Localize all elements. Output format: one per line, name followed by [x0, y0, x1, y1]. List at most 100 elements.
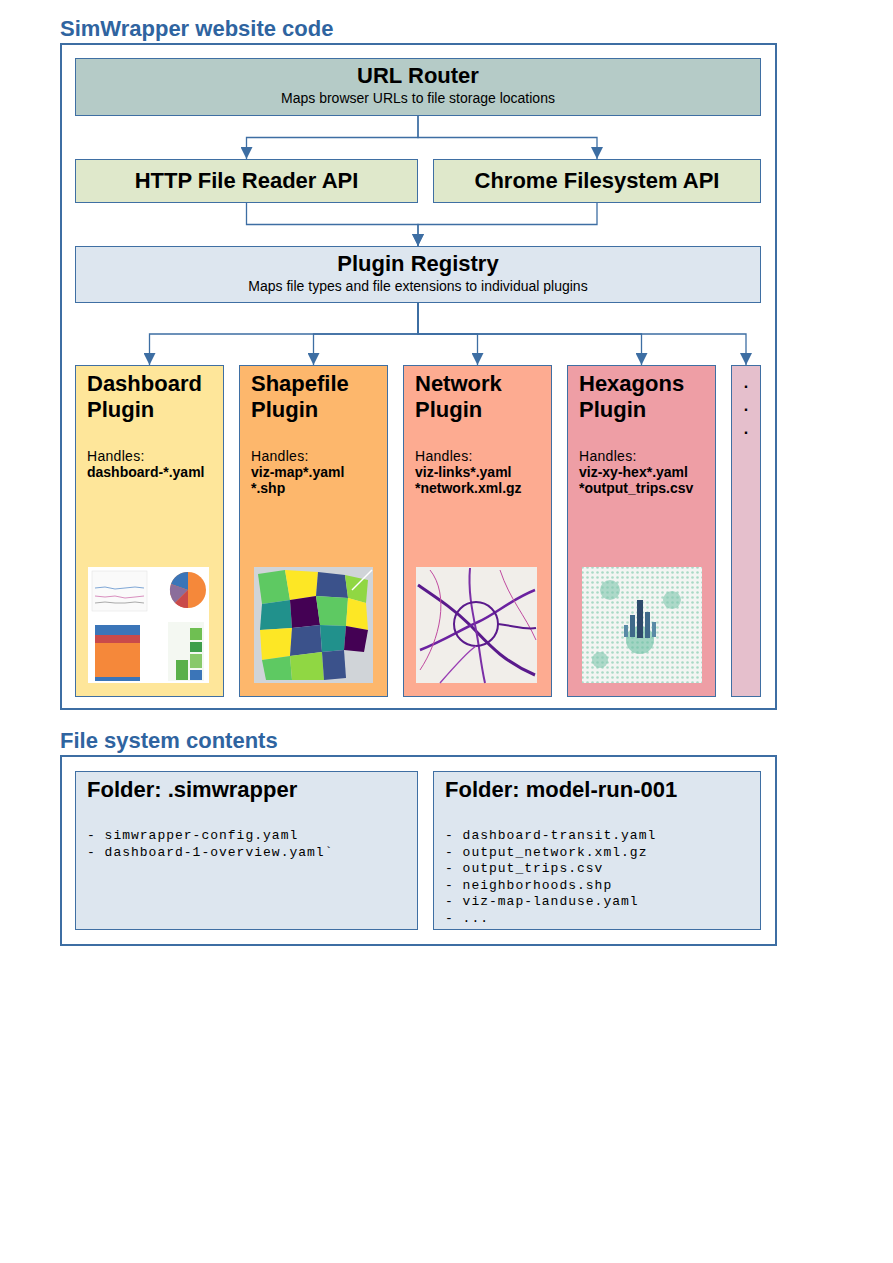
illustration-part — [95, 602, 144, 603]
handles-label: Handles: — [579, 448, 711, 464]
network-thumbnail — [416, 567, 537, 683]
plugin-box: Shapefile PluginHandles:viz-map*.yaml*.s… — [239, 365, 388, 697]
flow-arrow — [418, 116, 597, 159]
plugin-title: Dashboard Plugin — [87, 371, 219, 423]
illustration-part — [95, 625, 140, 635]
handles-label: Handles: — [251, 448, 383, 464]
illustration-part — [582, 567, 702, 683]
file-name: - dashboard-1-overview.yaml` — [87, 845, 411, 862]
illustration-part — [592, 652, 608, 668]
flow-arrow — [314, 303, 419, 365]
group-frame: File system contentsFolder: .simwrapper-… — [60, 755, 777, 946]
file-name: - viz-map-landuse.yaml — [445, 894, 754, 911]
illustration-part — [626, 626, 654, 654]
file-name: - output_trips.csv — [445, 861, 754, 878]
illustration-part — [500, 570, 536, 640]
plugin-box: Network PluginHandles:viz-links*.yaml*ne… — [403, 365, 552, 697]
box-description: Maps browser URLs to file storage locati… — [76, 89, 760, 107]
box-title: Plugin Registry — [76, 251, 760, 277]
flow-arrow — [150, 303, 419, 365]
illustration-part — [600, 580, 620, 600]
folder-title: Folder: model-run-001 — [445, 777, 754, 803]
illustration-part — [170, 584, 188, 603]
more-box: . . . — [731, 365, 761, 697]
illustration-part — [645, 612, 650, 638]
illustration-part — [190, 654, 202, 668]
file-name: - simwrapper-config.yaml — [87, 828, 411, 845]
plugin-title: Hexagons Plugin — [579, 371, 711, 423]
file-pattern: viz-map*.yaml — [251, 464, 383, 480]
file-name: - neighborhoods.shp — [445, 878, 754, 895]
illustration-part — [344, 626, 368, 652]
illustration-part — [454, 602, 498, 646]
illustration-part — [624, 625, 628, 637]
illustration-part — [663, 591, 681, 609]
connector-group — [150, 116, 747, 365]
illustration-part — [352, 570, 372, 590]
illustration-part — [420, 570, 441, 670]
illustration-part — [637, 600, 643, 638]
file-pattern: *network.xml.gz — [415, 480, 547, 496]
plugin-title: Network Plugin — [415, 371, 547, 423]
folder-box: Folder: model-run-001 - dashboard-transit… — [433, 771, 761, 930]
registry-box: Plugin RegistryMaps file types and file … — [75, 246, 761, 303]
illustration-part — [254, 567, 373, 683]
illustration-part — [316, 572, 348, 598]
flow-arrow — [247, 116, 419, 159]
illustration-part — [262, 656, 292, 680]
illustration-part — [175, 590, 188, 608]
illustration-part — [316, 596, 348, 626]
illustration-part — [416, 567, 537, 683]
illustration-part — [440, 646, 476, 683]
file-pattern: viz-links*.yaml — [415, 464, 547, 480]
illustration-part — [190, 642, 202, 652]
file-pattern: viz-xy-hex*.yaml — [579, 464, 711, 480]
box-title: URL Router — [76, 63, 760, 89]
illustration-part — [322, 650, 346, 680]
flow-arrow — [418, 303, 478, 365]
illustration-part — [420, 590, 535, 650]
illustration-part — [170, 572, 206, 608]
illustration-part — [88, 567, 209, 683]
illustration-part — [95, 635, 140, 643]
group-title: File system contents — [60, 728, 278, 754]
box-description: Maps file types and file extensions to i… — [76, 277, 760, 295]
illustration-part — [176, 660, 188, 680]
illustration-part — [320, 625, 346, 652]
illustration-part — [418, 585, 535, 675]
illustration-part — [95, 596, 144, 598]
illustration-part — [498, 624, 536, 629]
handles-label: Handles: — [87, 448, 219, 464]
illustration-part — [290, 652, 324, 680]
map-thumbnail — [254, 567, 373, 683]
dashboard-thumbnail — [88, 567, 209, 683]
illustration-part — [469, 568, 485, 683]
file-pattern: *output_trips.csv — [579, 480, 711, 496]
illustration-part — [95, 677, 140, 681]
file-name: - dashboard-transit.yaml — [445, 828, 754, 845]
ellipsis: . . . — [741, 371, 751, 440]
handles-label: Handles: — [415, 448, 547, 464]
folder-box: Folder: .simwrapper- simwrapper-config.y… — [75, 771, 418, 930]
illustration-part — [290, 596, 320, 628]
illustration-part — [95, 587, 144, 589]
plugin-title: Shapefile Plugin — [251, 371, 383, 423]
illustration-part — [258, 570, 290, 604]
file-name: - output_network.xml.gz — [445, 845, 754, 862]
plugin-box: Dashboard PluginHandles:dashboard-*.yaml — [75, 365, 224, 697]
flow-arrow — [418, 203, 597, 246]
illustration-part — [92, 571, 147, 611]
flow-arrow — [247, 203, 419, 246]
illustration-part — [285, 570, 318, 600]
box-title: HTTP File Reader API — [76, 160, 417, 202]
group-frame: SimWrapper website codeURL RouterMaps br… — [60, 43, 777, 710]
illustration-part — [260, 628, 292, 660]
illustration-part — [95, 643, 140, 677]
router-box: URL RouterMaps browser URLs to file stor… — [75, 58, 761, 116]
illustration-part — [290, 625, 322, 656]
file-pattern: *.shp — [251, 480, 383, 496]
group-title: SimWrapper website code — [60, 16, 333, 42]
illustration-part — [260, 600, 292, 630]
illustration-part — [652, 622, 656, 637]
